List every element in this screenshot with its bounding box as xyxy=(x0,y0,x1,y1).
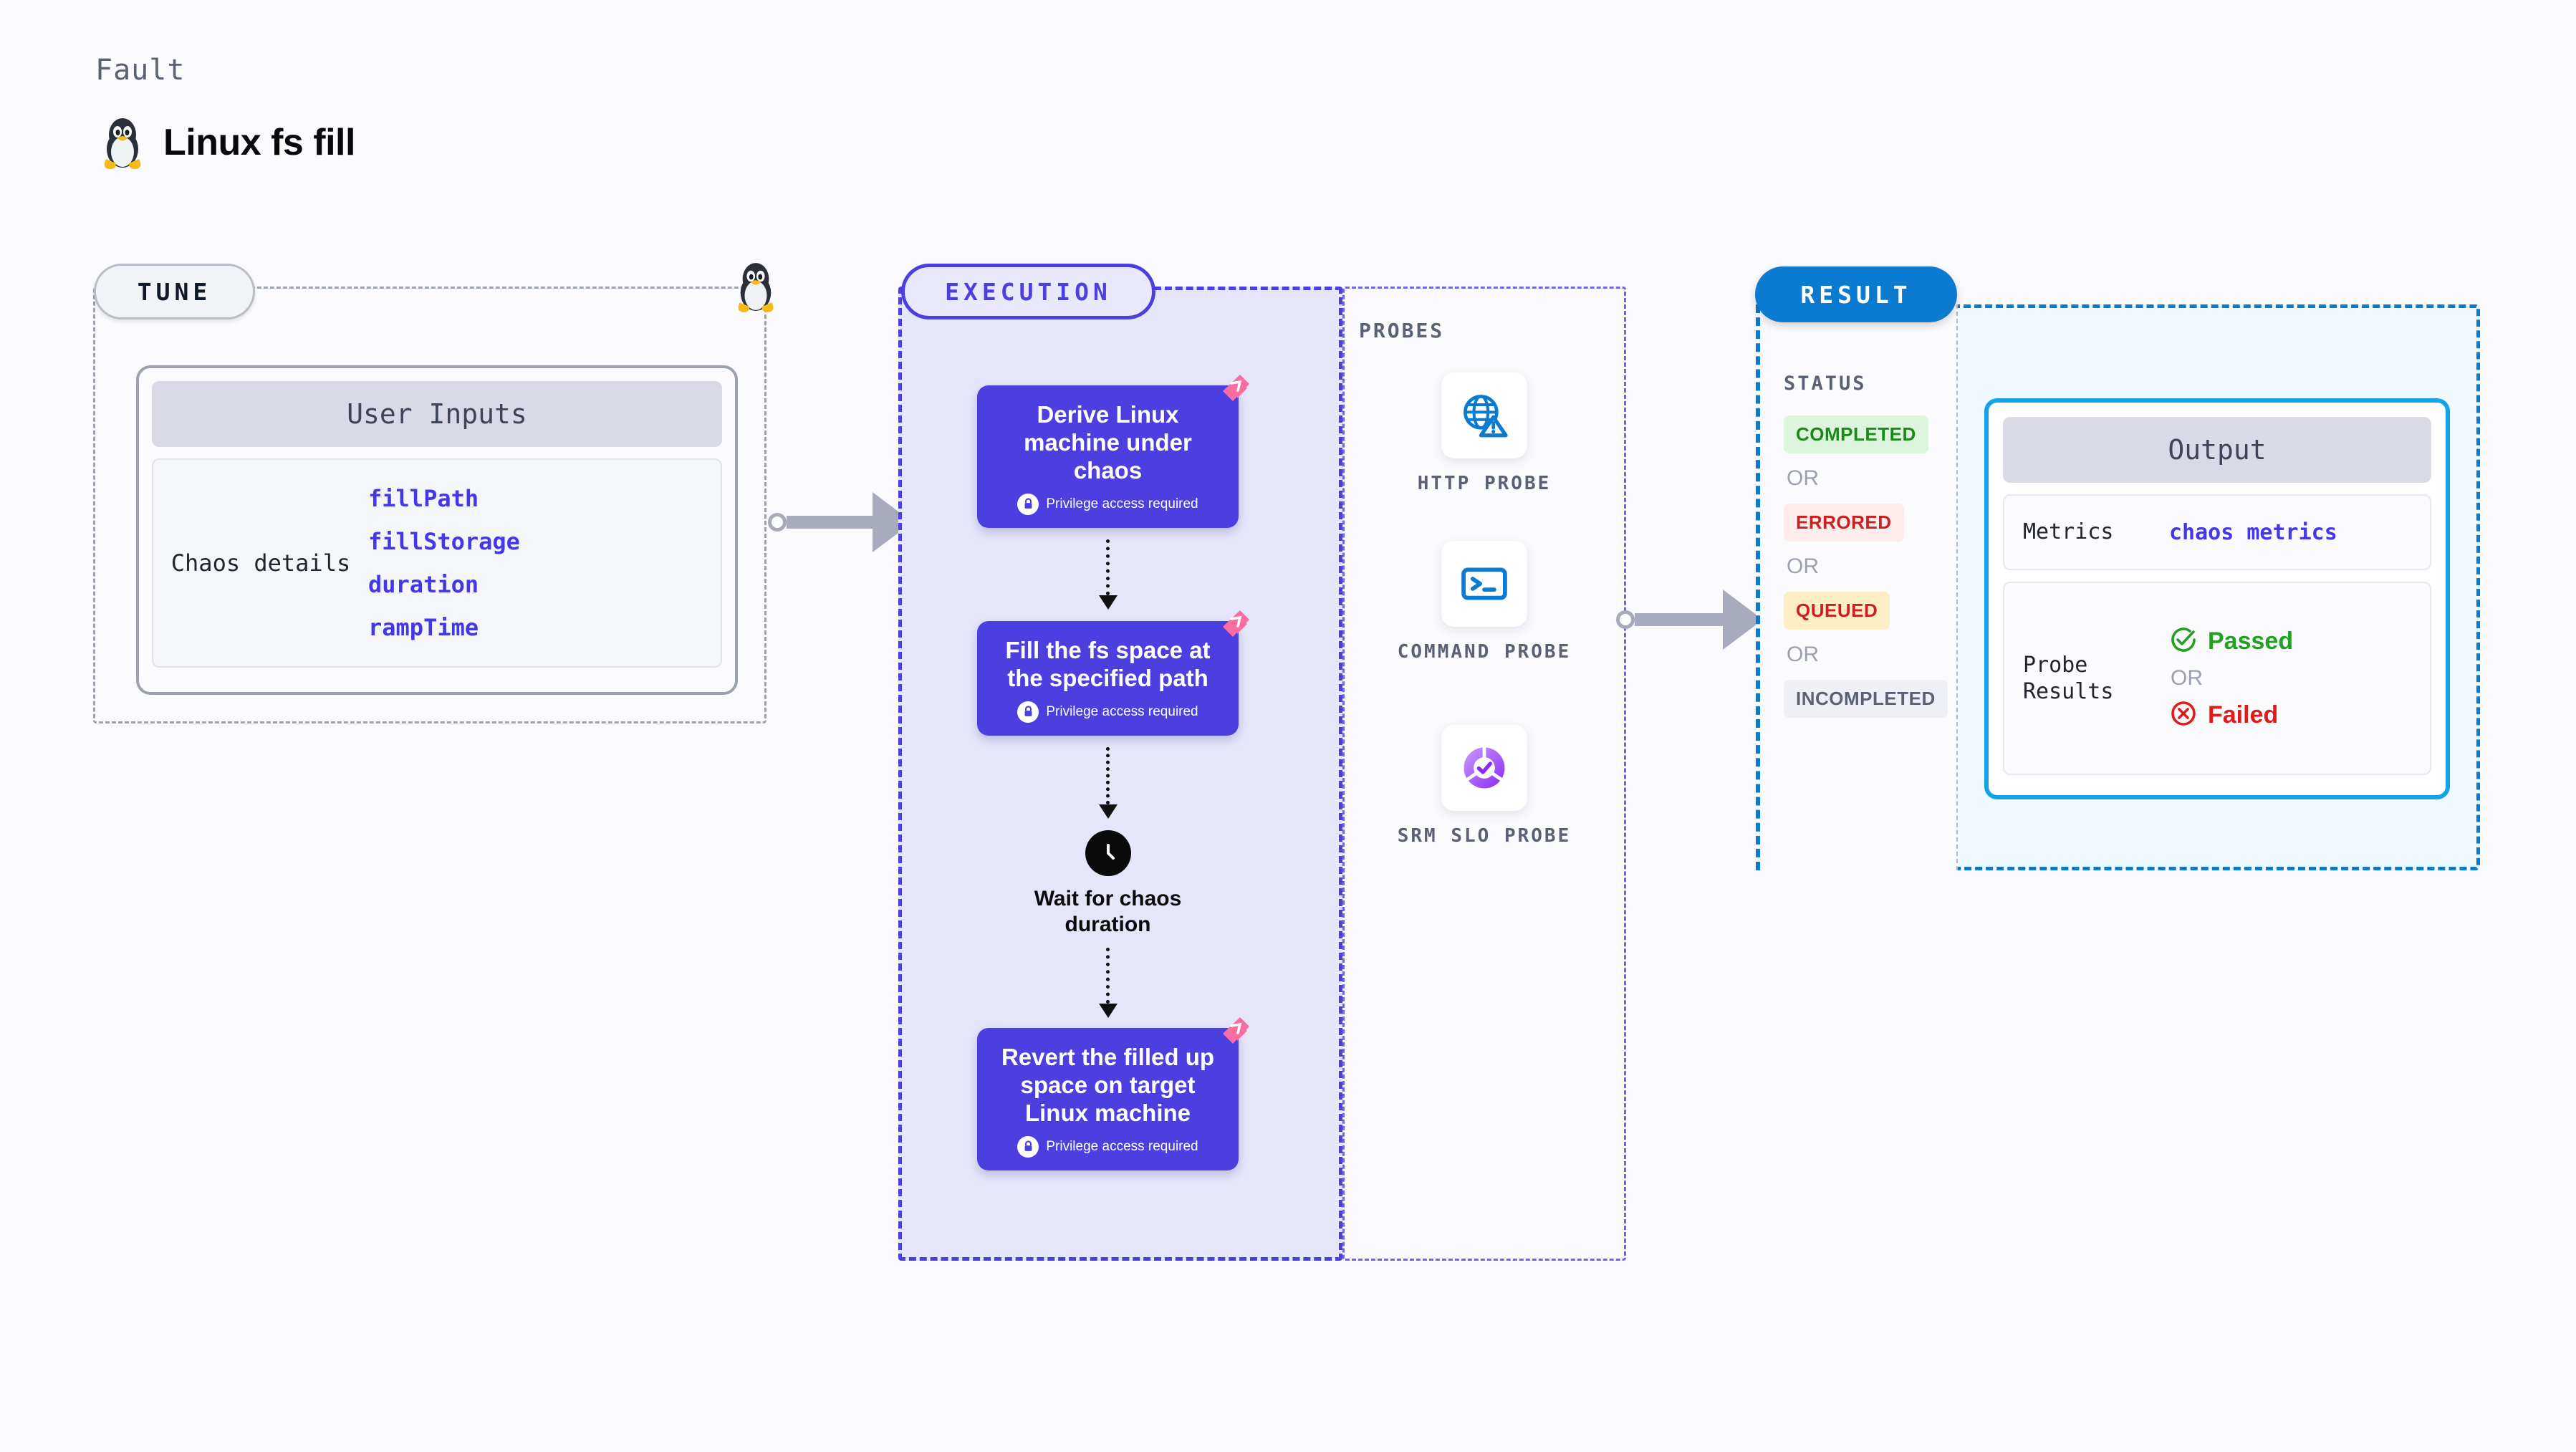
terminal-icon xyxy=(1441,541,1527,627)
param-fillpath[interactable]: fillPath xyxy=(368,485,479,512)
execution-chip[interactable]: EXECUTION xyxy=(901,264,1155,319)
status-label: STATUS xyxy=(1784,372,1867,395)
passed-label: Passed xyxy=(2208,628,2294,655)
wait-for-duration-block: Wait for chaos duration xyxy=(977,830,1239,938)
globe-warning-icon xyxy=(1441,372,1527,458)
tux-border-icon xyxy=(734,259,777,317)
status-badge-incompleted: INCOMPLETED xyxy=(1784,680,1948,718)
chaos-details-label: Chaos details xyxy=(170,549,351,577)
privilege-text: Privilege access required xyxy=(1046,703,1198,719)
status-badge-errored: ERRORED xyxy=(1784,504,1904,542)
fault-ribbon-icon xyxy=(1216,371,1253,412)
probe-results-values: Passed OR Failed xyxy=(2169,625,2293,731)
step-connector xyxy=(977,947,1239,1018)
fault-ribbon-icon xyxy=(1216,1014,1253,1054)
probes-title: PROBES xyxy=(1359,319,1445,342)
status-badge-queued: QUEUED xyxy=(1784,592,1890,630)
metrics-label: Metrics xyxy=(2023,519,2114,545)
probe-results-label: Probe Results xyxy=(2023,652,2114,705)
connector-shaft xyxy=(1635,613,1724,626)
step-title: Derive Linux machine under chaos xyxy=(1024,401,1192,484)
step-privilege-note: Privilege access required xyxy=(990,493,1226,515)
clock-icon xyxy=(1085,830,1131,876)
step-connector xyxy=(977,746,1239,819)
probe-label: COMMAND PROBE xyxy=(1397,641,1572,663)
chaos-details-values: fillPath fillStorage duration rampTime xyxy=(368,485,520,641)
wait-label: Wait for chaos duration xyxy=(1034,886,1182,936)
connector-line xyxy=(1106,539,1110,595)
privilege-text: Privilege access required xyxy=(1046,496,1198,511)
fault-kicker: Fault xyxy=(95,54,186,87)
output-header: Output xyxy=(2003,417,2431,483)
execution-steps: Derive Linux machine under chaos Privile… xyxy=(977,375,1249,1170)
step-connector xyxy=(977,539,1239,610)
metrics-value[interactable]: chaos metrics xyxy=(2169,519,2337,545)
x-circle-icon xyxy=(2169,699,2198,731)
connector-line xyxy=(1106,947,1110,1004)
result-chip[interactable]: RESULT xyxy=(1755,266,1957,322)
fault-title-row: Linux fs fill xyxy=(100,115,355,170)
probe-http[interactable]: HTTP PROBE xyxy=(1377,372,1592,496)
probe-srm-slo[interactable]: SRM SLO PROBE xyxy=(1377,725,1592,849)
connector-probes-to-result xyxy=(1616,590,1774,650)
metrics-row: Metrics chaos metrics xyxy=(2003,494,2431,570)
privilege-text: Privilege access required xyxy=(1046,1138,1198,1154)
execution-step-card[interactable]: Fill the fs space at the specified path … xyxy=(977,610,1249,736)
connector-start-dot xyxy=(768,513,787,532)
slo-donut-check-icon xyxy=(1441,725,1527,811)
user-inputs-card: User Inputs Chaos details fillPath fillS… xyxy=(136,365,738,695)
probe-command[interactable]: COMMAND PROBE xyxy=(1377,541,1592,665)
connector-arrowhead xyxy=(1098,595,1118,610)
step-title: Revert the filled up space on target Lin… xyxy=(1001,1043,1215,1126)
probe-result-failed: Failed xyxy=(2169,699,2293,731)
fault-ribbon-icon xyxy=(1216,607,1253,648)
check-circle-icon xyxy=(2169,625,2198,658)
param-ramptime[interactable]: rampTime xyxy=(368,614,479,641)
lock-icon xyxy=(1017,493,1039,515)
connector-arrowhead xyxy=(1098,1003,1118,1018)
lock-icon xyxy=(1017,701,1039,723)
probe-label: HTTP PROBE xyxy=(1417,473,1552,494)
linux-tux-icon xyxy=(100,115,145,170)
execution-step-card[interactable]: Derive Linux machine under chaos Privile… xyxy=(977,375,1249,528)
status-badge-completed: COMPLETED xyxy=(1784,415,1928,453)
connector-line xyxy=(1106,746,1110,804)
probe-result-passed: Passed xyxy=(2169,625,2293,658)
connector-start-dot xyxy=(1616,610,1635,629)
lock-icon xyxy=(1017,1135,1039,1158)
chaos-details-row: Chaos details fillPath fillStorage durat… xyxy=(152,458,722,668)
execution-step-card[interactable]: Revert the filled up space on target Lin… xyxy=(977,1016,1249,1170)
probe-label: SRM SLO PROBE xyxy=(1397,825,1572,847)
or-separator: OR xyxy=(1787,466,1819,490)
param-duration[interactable]: duration xyxy=(368,571,479,598)
step-privilege-note: Privilege access required xyxy=(990,1135,1226,1158)
page-title: Linux fs fill xyxy=(163,122,355,163)
tune-chip[interactable]: TUNE xyxy=(94,264,255,319)
or-separator: OR xyxy=(1787,643,1819,666)
connector-shaft xyxy=(787,516,874,529)
connector-arrowhead xyxy=(1098,804,1118,819)
probe-results-row: Probe Results Passed OR xyxy=(2003,582,2431,775)
user-inputs-header: User Inputs xyxy=(152,381,722,447)
or-separator: OR xyxy=(1787,554,1819,578)
status-options-list: COMPLETED OR ERRORED OR QUEUED OR INCOMP… xyxy=(1784,415,1948,718)
failed-label: Failed xyxy=(2208,701,2279,729)
result-panel xyxy=(1756,304,1958,870)
step-privilege-note: Privilege access required xyxy=(990,701,1226,723)
output-card: Output Metrics chaos metrics Probe Resul… xyxy=(1984,398,2450,799)
step-title: Fill the fs space at the specified path xyxy=(1005,636,1211,691)
param-fillstorage[interactable]: fillStorage xyxy=(368,528,520,555)
or-separator: OR xyxy=(2171,666,2203,690)
